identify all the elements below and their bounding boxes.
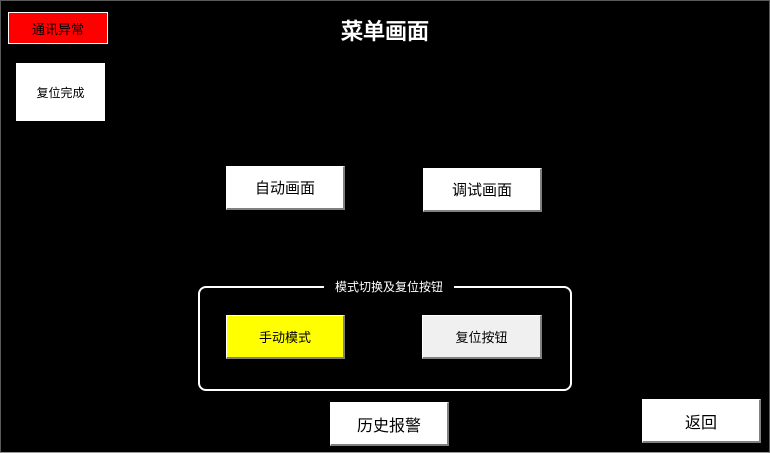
back-button[interactable]: 返回: [642, 399, 761, 443]
auto-screen-button[interactable]: 自动画面: [226, 166, 345, 210]
page-title: 菜单画面: [340, 20, 429, 45]
reset-status-indicator: 复位完成: [16, 63, 105, 121]
communication-status-indicator: 通讯异常: [8, 12, 108, 44]
mode-reset-group-label: 模式切换及复位按钮: [324, 277, 454, 295]
debug-screen-button[interactable]: 调试画面: [423, 168, 542, 212]
reset-button[interactable]: 复位按钮: [422, 315, 542, 359]
manual-mode-button[interactable]: 手动模式: [226, 315, 345, 359]
history-alarm-button[interactable]: 历史报警: [330, 402, 449, 446]
